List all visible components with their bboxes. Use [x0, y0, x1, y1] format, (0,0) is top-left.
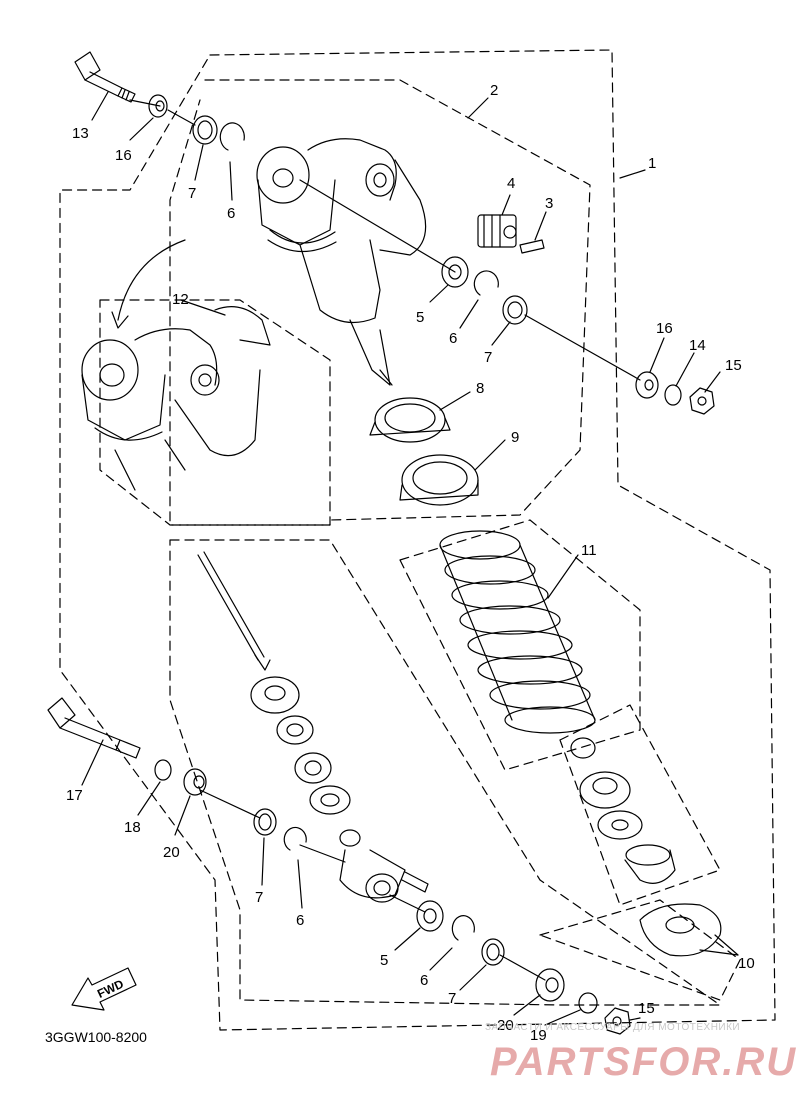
ring-nut-9 [399, 454, 479, 506]
callout-20-left: 20 [163, 844, 180, 861]
callout-2: 2 [490, 82, 498, 99]
watermark-site: PARTSFOR.RU [490, 1040, 797, 1084]
group-spring-boundary [399, 519, 641, 771]
washer-19 [578, 992, 598, 1014]
callout-5-lower: 5 [380, 952, 388, 969]
bush-7-bottom [481, 938, 505, 966]
callout-7-bottom: 7 [448, 990, 456, 1007]
group-12-boundary [99, 299, 331, 526]
bush-5-top [441, 256, 469, 288]
callout-18: 18 [124, 819, 141, 836]
group-10-boundary [539, 899, 741, 1001]
callout-14: 14 [689, 337, 706, 354]
collar-16-top [148, 94, 168, 118]
group-1-boundary [59, 49, 776, 1031]
callout-15-right: 15 [725, 357, 742, 374]
callout-15-bottom: 15 [638, 1000, 655, 1017]
callout-13: 13 [72, 125, 89, 142]
bolt-13 [74, 51, 136, 103]
ring-nut-8 [369, 397, 451, 443]
screw-3 [519, 239, 545, 254]
callout-17: 17 [66, 787, 83, 804]
collar-20-left [183, 768, 207, 796]
callout-12: 12 [172, 291, 189, 308]
callout-16-top: 16 [115, 147, 132, 164]
callout-19: 19 [530, 1027, 547, 1044]
callout-1: 1 [648, 155, 656, 172]
bush-7-lower [253, 808, 277, 836]
spring-retainer-10 [639, 903, 722, 957]
callout-10: 10 [738, 955, 755, 972]
callout-3: 3 [545, 195, 553, 212]
callout-7-top: 7 [188, 185, 196, 202]
washer-18 [154, 759, 172, 781]
group-2-boundary [169, 79, 591, 526]
callout-5-top: 5 [416, 309, 424, 326]
lower-eye [339, 829, 429, 903]
nut-15-bottom [604, 1007, 631, 1035]
collar-16-right [635, 371, 659, 399]
bush-5-lower [416, 900, 444, 932]
callout-4: 4 [507, 175, 515, 192]
bush-7-mid [502, 295, 528, 325]
circlip-6-top [219, 122, 245, 151]
callout-8: 8 [476, 380, 484, 397]
circlip-6-mid [473, 270, 499, 296]
nut-15-right [689, 387, 715, 415]
callout-20-bottom: 20 [497, 1017, 514, 1034]
callout-6-top: 6 [227, 205, 235, 222]
spring-seat-assy [570, 737, 676, 884]
callout-6-lower: 6 [296, 912, 304, 929]
fwd-arrow-icon [71, 967, 137, 1011]
collar-20-bottom [535, 968, 565, 1002]
damper-washers [250, 676, 351, 815]
shock-body-variant-12 [81, 239, 271, 491]
bolt-17 [47, 697, 141, 759]
watermark-tagline: ЗАПЧАСТИ И АКСЕССУАРЫ ДЛЯ МОТОТЕХНИКИ [485, 1022, 740, 1033]
circlip-6-lower [283, 826, 307, 851]
circlip-6-bottom [451, 915, 475, 941]
group-seat-boundary [559, 704, 721, 906]
assembly-lines [129, 99, 641, 981]
callout-labels: 1 2 3 4 5 6 7 16 14 15 8 9 11 12 13 16 7… [66, 82, 755, 1044]
washer-14 [664, 384, 682, 406]
callout-7-lower: 7 [255, 889, 263, 906]
coil-spring-11 [439, 530, 596, 734]
shock-absorber-body [256, 138, 427, 386]
leader-lines [81, 91, 739, 1026]
group-damper-boundary [169, 539, 721, 1006]
adjuster-knob-4 [477, 214, 517, 248]
callout-16-right: 16 [656, 320, 673, 337]
callout-7-mid: 7 [484, 349, 492, 366]
bush-7-top [192, 115, 218, 145]
callout-9: 9 [511, 429, 519, 446]
callout-6-bottom: 6 [420, 972, 428, 989]
callout-11: 11 [581, 542, 597, 559]
damper-rod [197, 551, 271, 671]
callout-6-mid: 6 [449, 330, 457, 347]
catalog-code: 3GGW100-8200 [45, 1029, 147, 1045]
